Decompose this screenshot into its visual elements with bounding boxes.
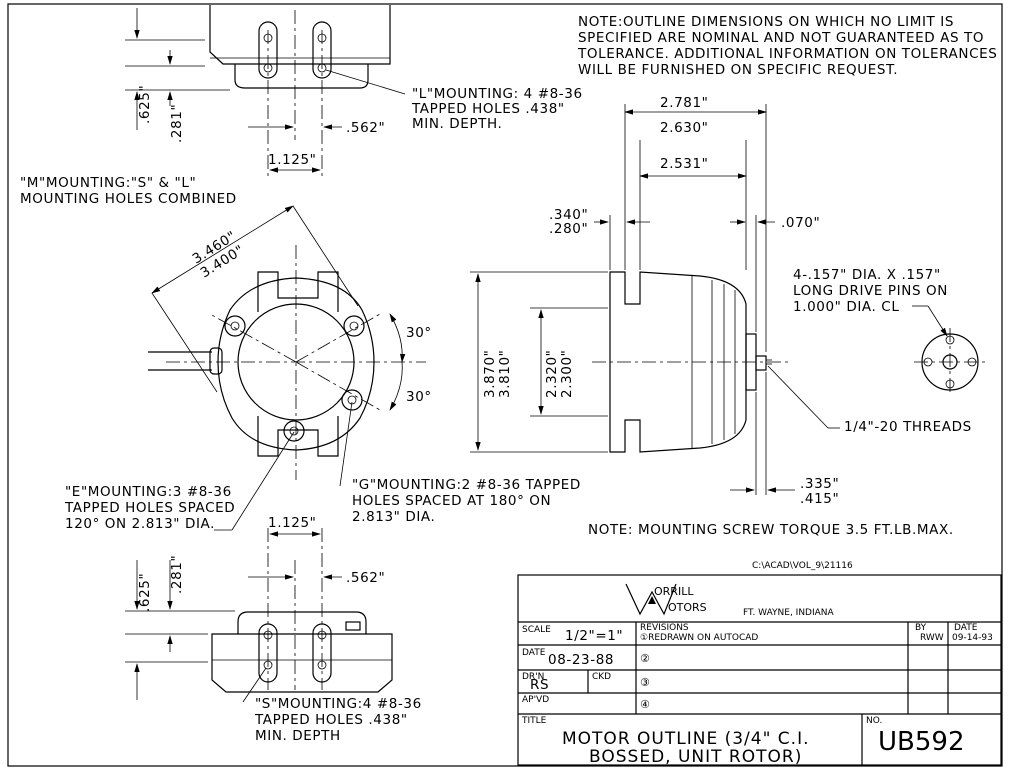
bottom-view-s-mounting: 1.125" .562" .625" .281" "S"MOUNTING:4 #…: [125, 515, 422, 744]
svg-text:3.870": 3.870": [482, 350, 498, 398]
svg-text:NOTE:OUTLINE DIMENSIONS ON WHI: NOTE:OUTLINE DIMENSIONS ON WHICH NO LIMI…: [578, 14, 954, 30]
svg-text:"M"MOUNTING:"S" & "L": "M"MOUNTING:"S" & "L": [20, 175, 196, 191]
svg-text:"G"MOUNTING:2 #8-36 TAPPED: "G"MOUNTING:2 #8-36 TAPPED: [352, 477, 581, 493]
svg-text:1.125": 1.125": [268, 152, 316, 168]
svg-text:120° ON 2.813" DIA.: 120° ON 2.813" DIA.: [65, 516, 215, 532]
svg-text:TAPPED HOLES .438": TAPPED HOLES .438": [254, 712, 408, 728]
svg-text:ORRILL: ORRILL: [654, 585, 694, 598]
svg-text:1.125": 1.125": [268, 515, 316, 531]
sheet-border: [7, 3, 1003, 767]
svg-text:②: ②: [640, 652, 650, 665]
svg-text:AP'VD: AP'VD: [522, 695, 549, 705]
svg-text:.280": .280": [549, 221, 588, 237]
drive-pin-detail: 4-.157" DIA. X .157" LONG DRIVE PINS ON …: [793, 267, 986, 396]
company-logo: ORRILL OTORS FT. WAYNE, INDIANA: [625, 583, 835, 618]
svg-text:2.320": 2.320": [544, 350, 560, 398]
svg-text:"S"MOUNTING:4 #8-36: "S"MOUNTING:4 #8-36: [255, 696, 422, 712]
svg-text:TAPPED HOLES .438": TAPPED HOLES .438": [411, 101, 565, 117]
svg-text:1/4"-20 THREADS: 1/4"-20 THREADS: [844, 419, 972, 435]
side-view: 2.781" 2.630" 2.531" .340" .280" .070" 3…: [470, 95, 972, 507]
torque-note: NOTE: MOUNTING SCREW TORQUE 3.5 FT.LB.MA…: [588, 522, 954, 538]
svg-text:WILL BE FURNISHED ON SPECIFIC: WILL BE FURNISHED ON SPECIFIC REQUEST.: [578, 62, 898, 78]
svg-text:CKD: CKD: [592, 672, 611, 682]
title-block: C:\ACAD\VOL_9\21116 ORRILL OTORS FT. WAY…: [517, 561, 1002, 767]
svg-text:④: ④: [640, 698, 650, 711]
svg-text:2.630": 2.630": [660, 120, 708, 136]
svg-text:MIN. DEPTH: MIN. DEPTH: [255, 728, 341, 744]
svg-text:1/2"=1": 1/2"=1": [565, 628, 623, 644]
svg-text:③: ③: [640, 676, 650, 689]
svg-text:.562": .562": [346, 120, 385, 136]
svg-text:"L"MOUNTING: 4 #8-36: "L"MOUNTING: 4 #8-36: [412, 86, 583, 102]
svg-text:1.000" DIA. CL: 1.000" DIA. CL: [793, 299, 899, 315]
svg-text:08-23-88: 08-23-88: [548, 652, 614, 668]
svg-text:4-.157" DIA. X .157": 4-.157" DIA. X .157": [793, 267, 941, 283]
svg-text:2.813" DIA.: 2.813" DIA.: [352, 509, 435, 525]
svg-text:.625": .625": [137, 573, 153, 612]
svg-text:TITLE: TITLE: [521, 716, 547, 726]
front-view: 3.460" 3.400" 30° 30° "E"MOUNTING:3 #8-3…: [64, 205, 581, 532]
svg-text:30°: 30°: [406, 389, 432, 405]
svg-text:MIN. DEPTH.: MIN. DEPTH.: [412, 116, 502, 132]
svg-text:SPECIFIED ARE NOMINAL AND NOT: SPECIFIED ARE NOMINAL AND NOT GUARANTEED…: [578, 30, 984, 46]
svg-text:FT. WAYNE, INDIANA: FT. WAYNE, INDIANA: [743, 608, 835, 618]
svg-text:.281": .281": [169, 555, 185, 594]
svg-text:.070": .070": [781, 215, 820, 231]
svg-text:RWW: RWW: [920, 633, 944, 643]
svg-text:SCALE: SCALE: [522, 625, 551, 635]
svg-text:①REDRAWN ON AUTOCAD: ①REDRAWN ON AUTOCAD: [640, 633, 758, 643]
svg-text:MOUNTING HOLES COMBINED: MOUNTING HOLES COMBINED: [20, 191, 237, 207]
svg-text:NO.: NO.: [866, 716, 882, 726]
svg-text:DR'N: DR'N: [522, 672, 544, 682]
svg-text:REVISIONS: REVISIONS: [640, 623, 689, 633]
svg-text:3.810": 3.810": [497, 350, 513, 398]
svg-text:OTORS: OTORS: [668, 601, 707, 614]
top-view-l-mounting: .625" .281" .562" 1.125" "L"MOUNTING: 4 …: [125, 5, 583, 176]
svg-text:"E"MOUNTING:3 #8-36: "E"MOUNTING:3 #8-36: [65, 484, 232, 500]
svg-text:.340": .340": [549, 207, 588, 223]
svg-text:2.531": 2.531": [660, 156, 708, 172]
svg-text:09-14-93: 09-14-93: [952, 633, 993, 643]
svg-text:DATE: DATE: [522, 648, 546, 658]
drawing-title-line2: BOSSED, UNIT ROTOR): [589, 747, 802, 767]
svg-text:RS: RS: [530, 677, 549, 693]
svg-text:TAPPED HOLES SPACED: TAPPED HOLES SPACED: [64, 500, 235, 516]
svg-text:.281": .281": [169, 104, 185, 143]
svg-text:BY: BY: [915, 623, 927, 633]
svg-text:TOLERANCE. ADDITIONAL INFORMAT: TOLERANCE. ADDITIONAL INFORMATION ON TOL…: [577, 46, 997, 62]
drawing-title-line1: MOTOR OUTLINE (3/4" C.I.: [562, 729, 810, 749]
svg-text:.562": .562": [346, 570, 385, 586]
svg-text:DATE: DATE: [954, 623, 978, 633]
svg-text:.335": .335": [800, 476, 839, 492]
svg-text:.625": .625": [137, 85, 153, 124]
tolerance-note: NOTE:OUTLINE DIMENSIONS ON WHICH NO LIMI…: [577, 14, 997, 78]
m-mounting-note: "M"MOUNTING:"S" & "L" MOUNTING HOLES COM…: [20, 175, 237, 207]
file-path: C:\ACAD\VOL_9\21116: [752, 561, 853, 571]
svg-text:HOLES SPACED AT 180° ON: HOLES SPACED AT 180° ON: [352, 493, 551, 509]
svg-text:2.300": 2.300": [559, 350, 575, 398]
svg-text:LONG DRIVE PINS ON: LONG DRIVE PINS ON: [793, 283, 948, 299]
svg-text:2.781": 2.781": [660, 95, 708, 111]
svg-text:30°: 30°: [406, 325, 432, 341]
drawing-number: UB592: [878, 727, 965, 757]
svg-text:.415": .415": [800, 491, 839, 507]
